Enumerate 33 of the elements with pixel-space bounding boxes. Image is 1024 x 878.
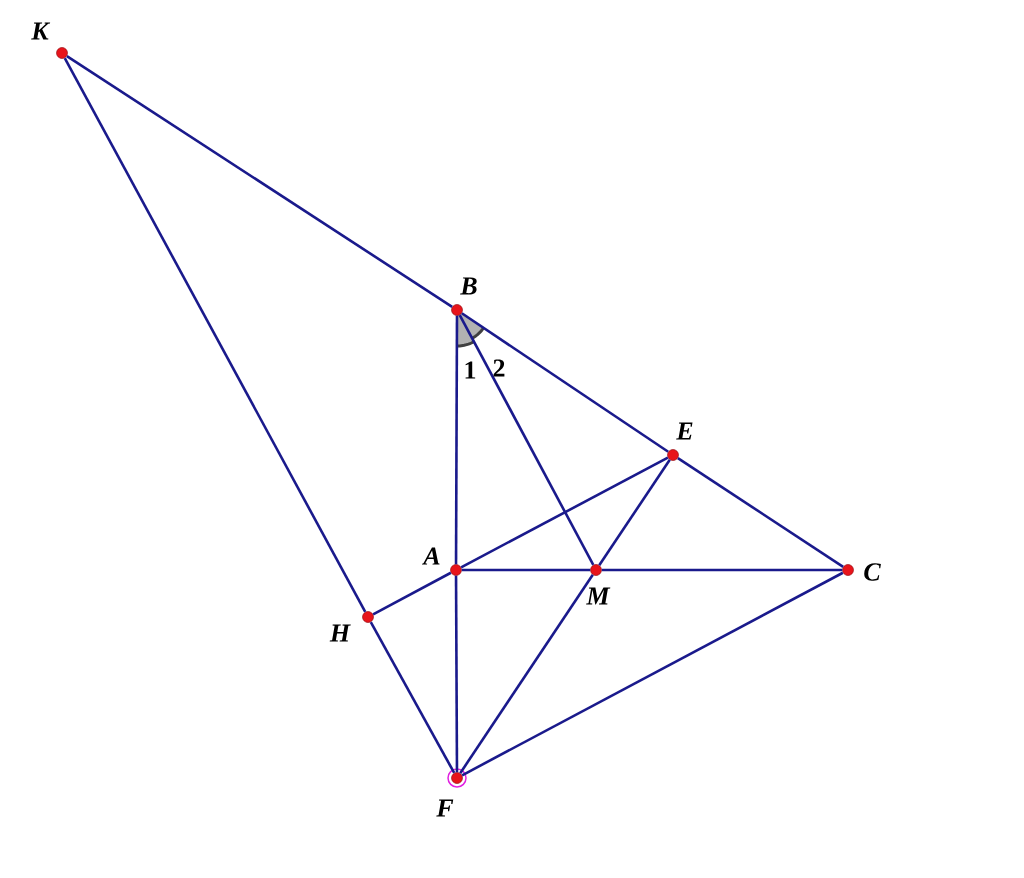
- point-label: K: [31, 22, 51, 40]
- line-segment: [601, 568, 843, 572]
- line-segment: [454, 575, 459, 773]
- line-segment: [459, 574, 594, 774]
- point-label: A: [422, 547, 440, 565]
- point: [842, 564, 854, 576]
- line-segment: [461, 571, 844, 777]
- point: [447, 768, 467, 788]
- point: [451, 304, 463, 316]
- line-segment: [460, 456, 669, 569]
- point-label: M: [586, 587, 611, 605]
- line-segment: [458, 314, 595, 566]
- angle-number: 2: [493, 359, 505, 377]
- line-segment: [63, 57, 367, 613]
- line-segment: [369, 621, 456, 774]
- point: [590, 564, 602, 576]
- line-segment: [372, 571, 452, 616]
- point-label: H: [329, 624, 351, 642]
- point-label: E: [676, 422, 693, 440]
- angle-number: 1: [465, 361, 476, 379]
- line-segment: [461, 568, 591, 572]
- point: [667, 449, 679, 461]
- point: [450, 564, 462, 576]
- point-label: F: [436, 799, 454, 817]
- line-segment: [66, 55, 453, 308]
- point: [56, 47, 68, 59]
- line-segment: [677, 457, 844, 568]
- line-segment: [598, 459, 671, 566]
- point-label: C: [864, 563, 881, 581]
- point-label: B: [460, 277, 477, 295]
- line-segment: [454, 315, 459, 565]
- line-segment: [461, 312, 669, 453]
- point: [362, 611, 374, 623]
